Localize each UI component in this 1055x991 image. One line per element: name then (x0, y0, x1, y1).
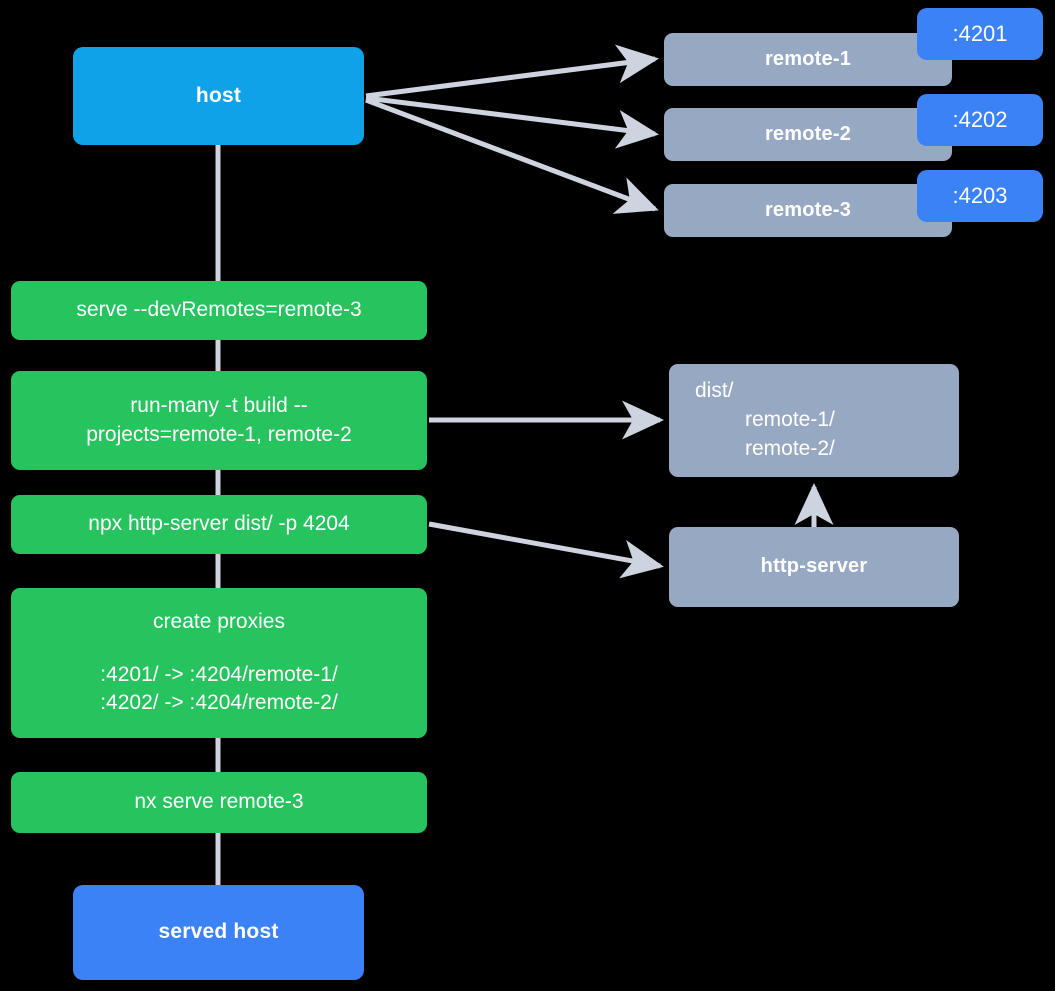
edge-host-to-remote-1 (365, 44, 659, 99)
node-dist-folder-child-1: remote-1/ (745, 408, 835, 432)
node-command-create-proxies-mapping-2: :4202/ -> :4204/remote-2/ (100, 691, 338, 715)
node-command-serve-line-1: serve --devRemotes=remote-3 (76, 298, 362, 322)
node-http-server[interactable]: http-server (669, 527, 959, 607)
node-host-label: host (195, 83, 242, 107)
node-served-host[interactable]: served host (73, 885, 364, 980)
node-command-create-proxies[interactable]: create proxies :4201/ -> :4204/remote-1/… (11, 588, 427, 738)
badge-remote-1-port: :4201 (917, 8, 1043, 60)
node-command-nx-serve-remote-3-line-1: nx serve remote-3 (134, 790, 304, 814)
node-http-server-label: http-server (760, 555, 868, 578)
node-remote-1-label: remote-1 (764, 47, 852, 70)
badge-remote-3-port-label: :4203 (952, 183, 1008, 208)
node-command-npx-http-server[interactable]: npx http-server dist/ -p 4204 (11, 495, 427, 554)
node-dist-folder-root: dist/ (695, 379, 734, 403)
node-remote-3[interactable]: remote-3 (664, 184, 952, 237)
badge-remote-3-port: :4203 (917, 170, 1043, 222)
node-command-serve[interactable]: serve --devRemotes=remote-3 (11, 281, 427, 340)
badge-remote-2-port-label: :4202 (952, 107, 1008, 132)
node-command-nx-serve-remote-3[interactable]: nx serve remote-3 (11, 772, 427, 833)
node-command-npx-http-server-line-1: npx http-server dist/ -p 4204 (88, 512, 350, 536)
edge-host-to-remote-3 (365, 97, 659, 214)
node-remote-1[interactable]: remote-1 (664, 33, 952, 86)
node-host[interactable]: host (73, 47, 364, 145)
node-remote-3-label: remote-3 (764, 198, 852, 221)
node-command-run-many-line-1: run-many -t build -- (130, 393, 308, 417)
edge-npx-to-httpserver (428, 521, 664, 579)
node-remote-2-label: remote-2 (764, 122, 852, 145)
node-command-create-proxies-mapping-1: :4201/ -> :4204/remote-1/ (100, 662, 338, 686)
badge-remote-1-port-label: :4201 (952, 21, 1008, 46)
badge-remote-2-port: :4202 (917, 94, 1043, 146)
node-command-run-many-line-2: projects=remote-1, remote-2 (86, 422, 352, 446)
node-dist-folder[interactable]: dist/ remote-1/ remote-2/ (669, 364, 959, 477)
node-dist-folder-child-2: remote-2/ (745, 436, 835, 460)
node-command-create-proxies-title: create proxies (153, 609, 285, 633)
edge-host-to-remote-2 (365, 95, 659, 149)
node-served-host-label: served host (158, 920, 279, 944)
node-remote-2[interactable]: remote-2 (664, 108, 952, 161)
node-command-run-many[interactable]: run-many -t build -- projects=remote-1, … (11, 371, 427, 470)
